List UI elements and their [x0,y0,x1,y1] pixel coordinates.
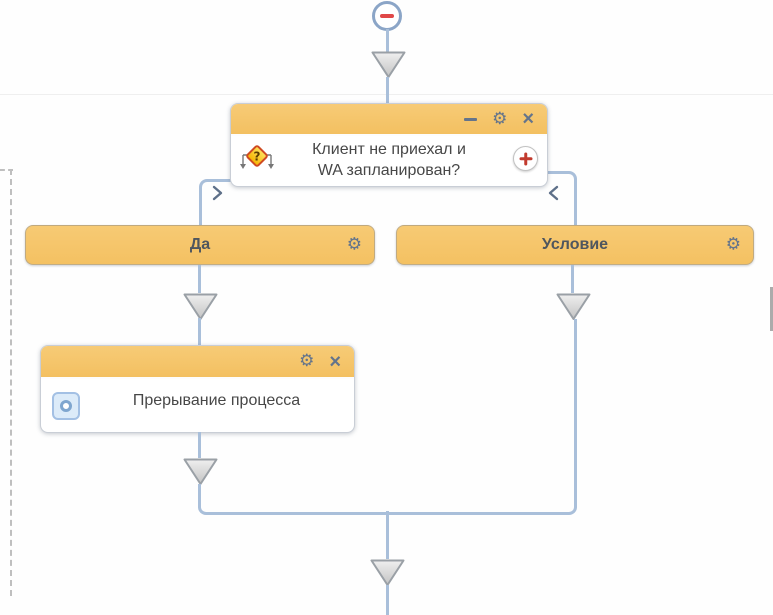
branch-label: Условие [541,236,609,253]
flow-arrow-icon [183,293,218,320]
connector-corner [388,319,577,515]
condition-title-line1: Клиент не приехал и [312,141,466,158]
terminate-title: Прерывание процесса [132,392,301,409]
dashed-selection-border [10,169,12,596]
flow-arrow-icon [183,458,218,485]
condition-title: Клиент не приехал и WA запланирован? [273,139,505,181]
condition-block[interactable]: ⚙ × ? Клиент не приехал и WA запланирова… [230,103,548,187]
close-icon[interactable]: × [329,350,341,373]
connector-line [198,318,201,346]
connector-corner [547,171,577,228]
terminate-block-header: ⚙ × [41,346,354,379]
connector-line [198,432,201,458]
connector-corner [198,484,392,515]
connector-line [198,265,201,293]
connector-line [571,265,574,293]
dashed-selection-border [0,169,13,171]
branch-bar-condition[interactable]: Условие ⚙ [396,225,754,265]
flow-arrow-icon [370,559,405,586]
terminate-process-block[interactable]: ⚙ × Прерывание процесса [40,345,355,433]
settings-icon[interactable]: ⚙ [346,234,362,255]
condition-block-header: ⚙ × [231,104,547,136]
connector-line [386,585,389,615]
flow-arrow-icon [371,51,406,78]
minus-icon [380,14,394,18]
add-activity-button[interactable] [513,146,538,171]
collapse-branch-button[interactable] [372,1,402,31]
condition-title-line2: WA запланирован? [317,162,461,179]
branch-label: Да [189,236,211,253]
branch-bar-yes[interactable]: Да ⚙ [25,225,375,265]
right-edge-fragment [770,287,773,331]
record-circle-icon [60,400,72,412]
connector-line [386,29,389,52]
connector-line [386,511,389,559]
settings-icon[interactable]: ⚙ [725,234,741,255]
connector-corner [199,179,231,228]
minimize-icon[interactable] [464,117,478,121]
svg-text:?: ? [254,150,261,164]
condition-block-body: ? Клиент не приехал и WA запланирован? [231,136,547,186]
terminate-icon [52,392,80,420]
close-icon[interactable]: × [522,108,534,130]
terminate-block-body: Прерывание процесса [41,379,354,430]
chevron-right-icon[interactable] [209,183,225,203]
plus-icon [519,156,532,161]
settings-icon[interactable]: ⚙ [492,108,508,129]
chevron-left-icon[interactable] [546,183,562,203]
condition-question-icon: ? [240,145,274,169]
connector-line [386,77,389,104]
flow-arrow-icon [556,293,591,320]
settings-icon[interactable]: ⚙ [299,351,315,371]
